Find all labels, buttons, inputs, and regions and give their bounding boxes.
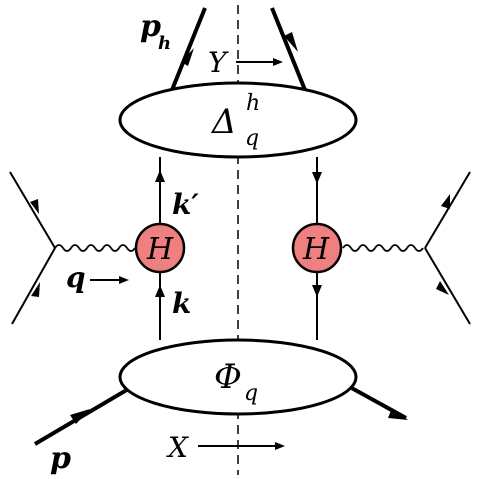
label-phi: Φ	[214, 357, 242, 397]
label-p: p	[50, 441, 71, 476]
hard-vertex-right	[291, 222, 343, 274]
label-k-prime: k′	[172, 188, 199, 221]
photon-line-left	[54, 244, 136, 252]
label-X: X	[166, 431, 189, 464]
label-H-right: H	[302, 232, 330, 267]
lepton-arrow-right-top	[441, 194, 450, 209]
hard-vertex-left	[134, 222, 186, 274]
hadron-line-left	[170, 7, 207, 91]
lepton-line-left-bottom	[11, 247, 56, 325]
lepton-line-right-top	[424, 171, 471, 249]
label-delta-sup: h	[246, 91, 260, 116]
hadron-arrow-right	[284, 32, 298, 52]
quark-arrow-right-upper	[312, 172, 322, 184]
label-phi-sub: q	[244, 381, 258, 406]
lepton-arrow-left-top	[30, 199, 39, 214]
label-p-h-sub: h	[158, 33, 171, 54]
label-q: q	[66, 261, 86, 294]
label-Y: Y	[208, 46, 229, 79]
label-delta-sub: q	[245, 126, 259, 151]
label-H-left: H	[146, 232, 174, 267]
lepton-arrow-left-bottom	[31, 282, 40, 297]
proton-arrow-left	[70, 409, 90, 424]
label-p-h: p	[140, 9, 161, 44]
label-delta: Δ	[210, 102, 237, 142]
fragmentation-blob	[118, 81, 358, 159]
lepton-arrow-right-bottom	[436, 281, 449, 295]
lepton-line-right-bottom	[424, 247, 471, 325]
hadron-arrow-left	[181, 48, 194, 66]
quark-arrow-left-lower	[155, 285, 165, 297]
hadron-line-right	[270, 7, 307, 91]
photon-line-right	[342, 244, 424, 252]
distribution-blob	[118, 338, 358, 416]
lepton-line-left-top	[9, 171, 56, 249]
quark-arrow-left-upper	[155, 170, 165, 182]
label-k: k	[172, 287, 191, 320]
quark-arrow-right-lower	[312, 285, 322, 297]
proton-arrow-right	[388, 408, 408, 420]
